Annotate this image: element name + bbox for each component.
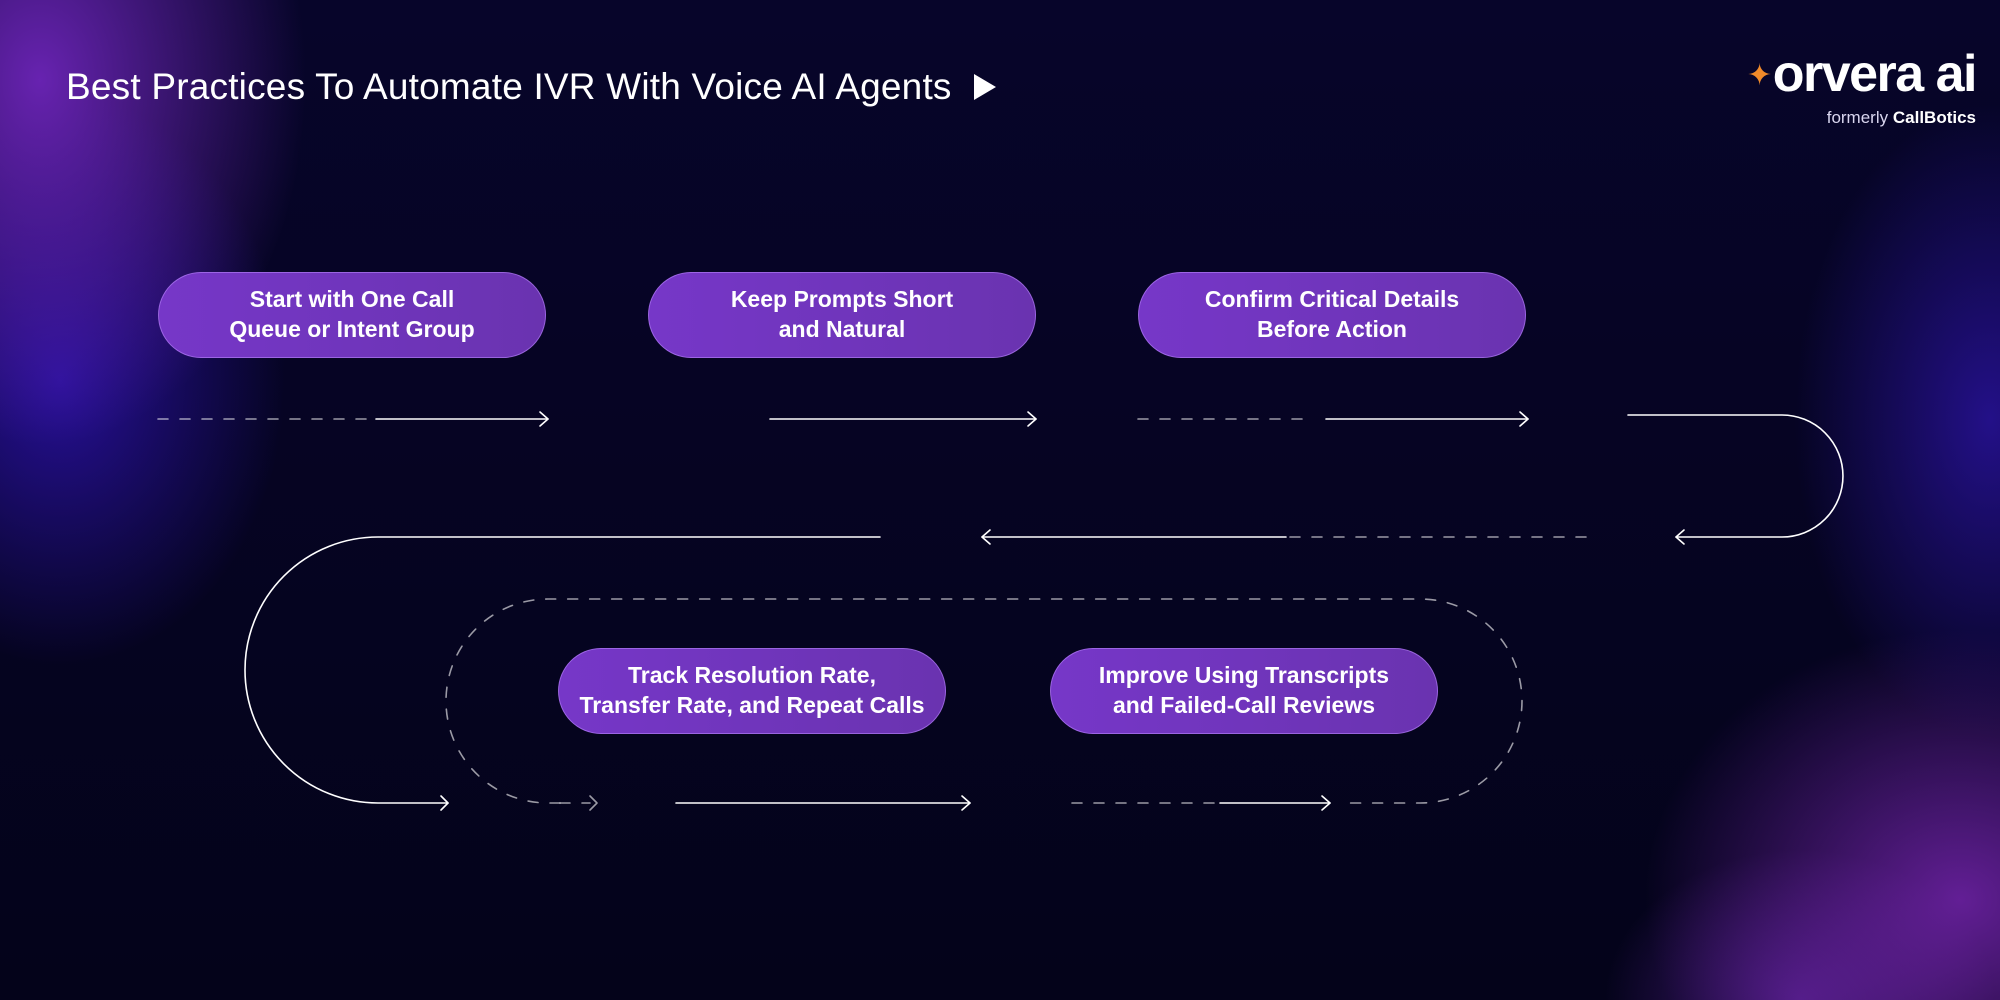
connector-uturn-right [1627, 414, 1844, 538]
arrowhead-uturn-right [1675, 529, 1685, 545]
brand-logo: ✦ orvera ai formerly CallBotics [1747, 45, 1978, 128]
connector-curve-left [244, 536, 881, 804]
arrowhead-loop [589, 795, 598, 811]
arrowhead-3 [1519, 411, 1529, 427]
step-5-pill: Improve Using Transcripts and Failed-Cal… [1050, 648, 1438, 734]
logo-subtitle-prefix: formerly [1826, 108, 1889, 127]
arrowhead-1 [539, 411, 549, 427]
arrowhead-5 [961, 795, 971, 811]
page-title-text: Best Practices To Automate IVR With Voic… [66, 66, 952, 107]
step-3-pill: Confirm Critical Details Before Action [1138, 272, 1526, 358]
logo-subtitle: formerly CallBotics [1747, 108, 1976, 128]
step-4-pill: Track Resolution Rate, Transfer Rate, an… [558, 648, 946, 734]
step-1-pill: Start with One Call Queue or Intent Grou… [158, 272, 546, 358]
spark-icon: ✦ [1747, 59, 1772, 92]
step-2-pill: Keep Prompts Short and Natural [648, 272, 1036, 358]
arrowhead-curve-left [440, 795, 449, 811]
arrowhead-6 [1321, 795, 1331, 811]
play-icon[interactable] [973, 74, 996, 100]
connector-dashed-loop [445, 598, 1523, 804]
logo-wordmark: ✦ orvera ai [1747, 45, 1978, 103]
logo-subtitle-brand: CallBotics [1892, 108, 1976, 127]
logo-wordmark-text: orvera ai [1772, 45, 1978, 103]
arrowhead-4 [981, 529, 991, 545]
page-title: Best Practices To Automate IVR With Voic… [66, 66, 996, 108]
arrowhead-2 [1027, 411, 1037, 427]
